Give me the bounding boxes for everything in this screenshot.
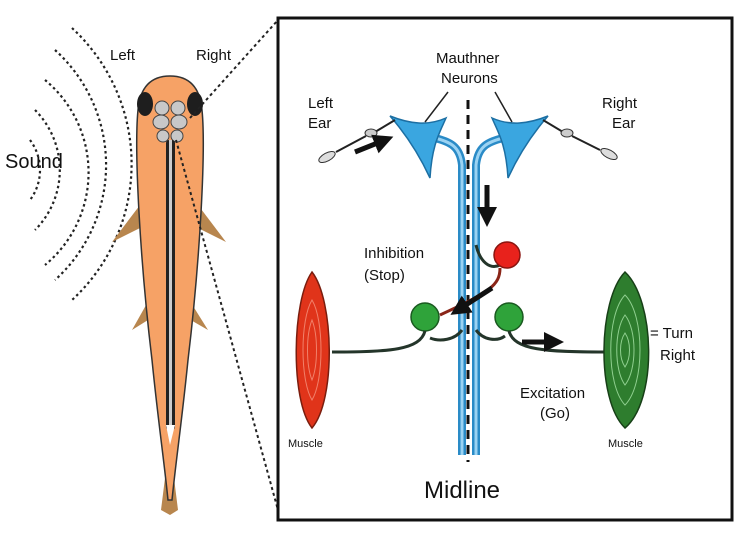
inset-panel	[276, 16, 734, 522]
turn-label-1: = Turn	[650, 325, 693, 342]
fish	[112, 75, 226, 515]
arrow-sound-to-neuron	[354, 134, 394, 155]
excitation-label-1: Excitation	[520, 385, 585, 402]
turn-label-2: Right	[660, 347, 696, 364]
mauthner-label-1: Mauthner	[436, 50, 499, 67]
inhibitory-interneuron	[493, 241, 521, 269]
left-ear-label-1: Left	[308, 95, 334, 112]
brain-icon	[152, 100, 188, 143]
right-mauthner-neuron	[490, 115, 549, 179]
motor-axons	[331, 329, 606, 354]
midline-label: Midline	[424, 477, 500, 504]
inhibition-label-2: (Stop)	[364, 267, 405, 284]
sound-label: Sound	[5, 151, 63, 173]
zoom-line-bottom	[175, 139, 279, 511]
right-eye-icon	[187, 92, 203, 116]
arrow-inhibition	[450, 285, 494, 315]
left-mauthner-neuron	[389, 115, 448, 179]
left-ear-nerve	[318, 119, 396, 164]
inhibition-label-1: Inhibition	[364, 245, 424, 262]
right-ear-nerve	[542, 119, 618, 161]
right-ear-label-2: Ear	[612, 115, 635, 132]
left-muscle-label: Muscle	[288, 438, 323, 450]
left-pectoral-fin	[112, 205, 146, 242]
right-muscle-label: Muscle	[608, 438, 643, 450]
right-ear-label-1: Right	[602, 95, 638, 112]
zoom-line-top	[189, 19, 279, 119]
right-motor-neuron	[494, 302, 524, 332]
right-muscle	[603, 270, 650, 430]
right-label: Right	[196, 47, 232, 64]
mauthner-label-2: Neurons	[441, 70, 498, 87]
left-label: Left	[110, 47, 136, 64]
left-eye-icon	[137, 92, 153, 116]
sound-waves	[29, 27, 133, 301]
left-motor-neuron	[410, 302, 440, 332]
mauthner-axons	[433, 134, 505, 455]
left-muscle	[295, 270, 330, 430]
left-ear-label-2: Ear	[308, 115, 331, 132]
excitation-label-2: (Go)	[540, 405, 570, 422]
